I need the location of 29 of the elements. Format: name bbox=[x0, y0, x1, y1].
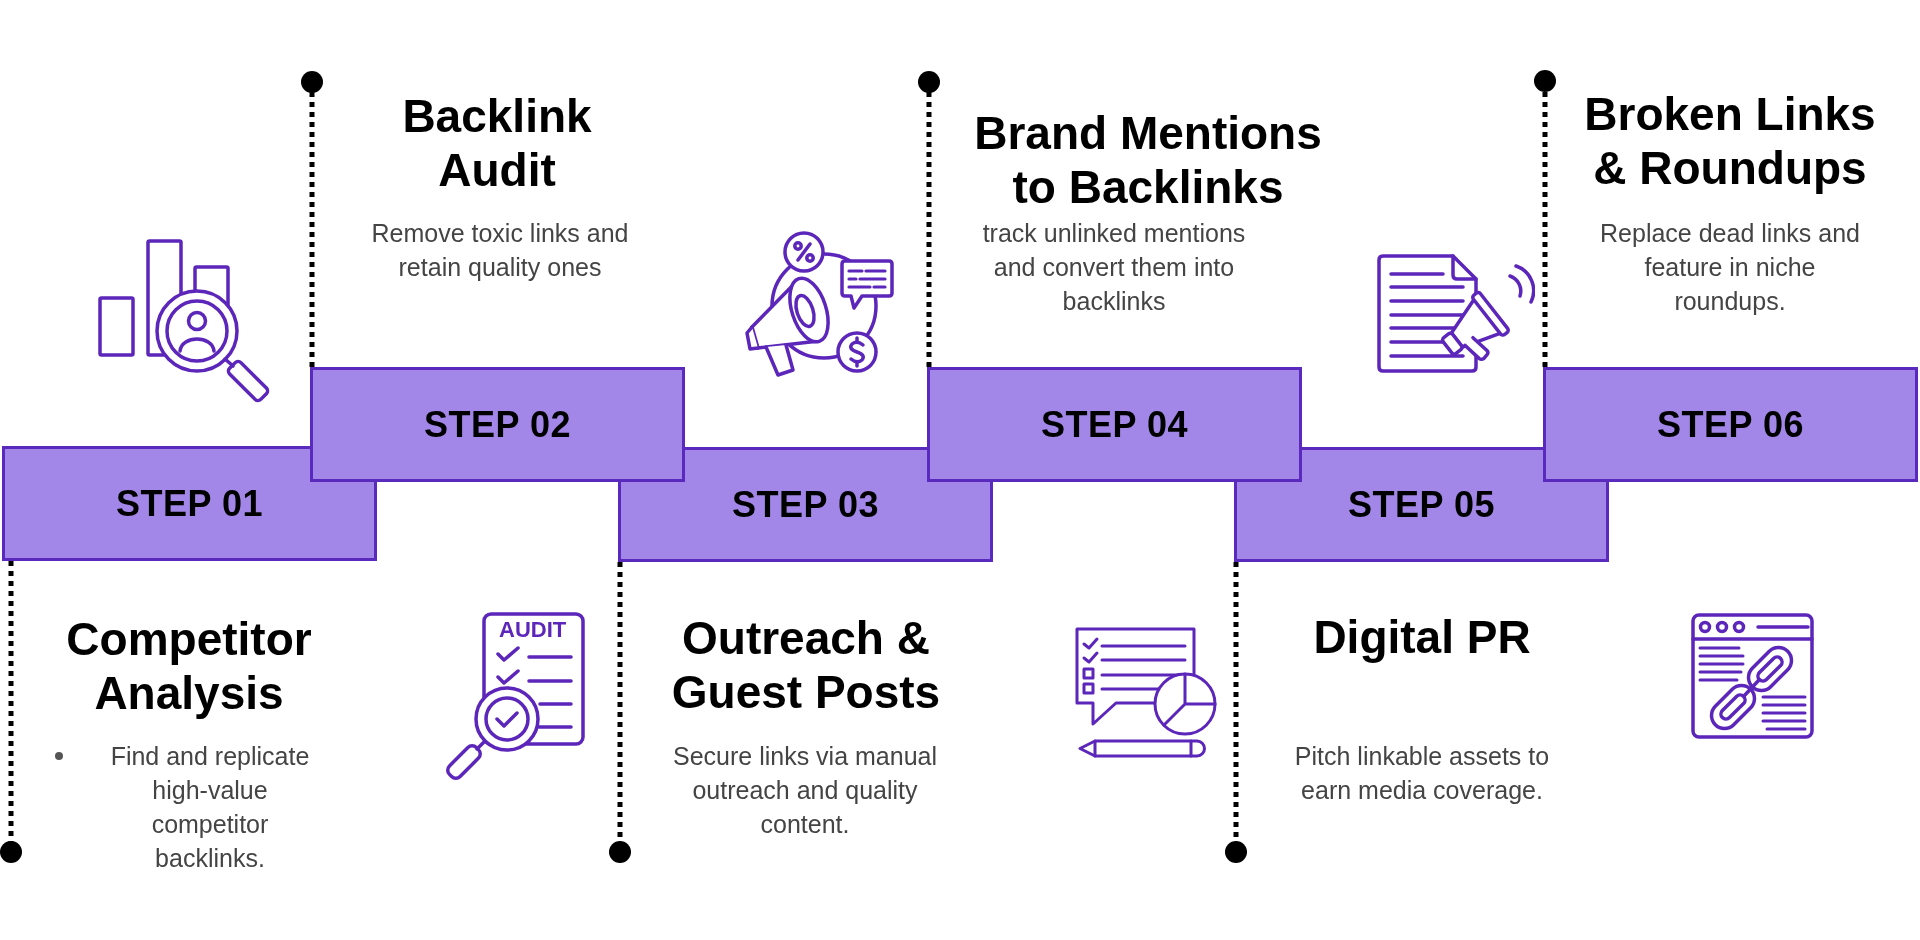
dotted-connector bbox=[0, 561, 22, 863]
step-box bbox=[1543, 367, 1918, 482]
step-description: Pitch linkable assets to earn media coverage. bbox=[1294, 742, 1550, 804]
clipboard-heading: AUDIT bbox=[499, 619, 567, 641]
step-title: Competitor Analysis bbox=[66, 613, 312, 719]
step-title: Backlink Audit bbox=[402, 90, 592, 196]
step-label: STEP 06 bbox=[1657, 404, 1804, 445]
step-label: STEP 02 bbox=[424, 404, 571, 445]
dotted-connector bbox=[1534, 70, 1556, 367]
step-label: STEP 05 bbox=[1348, 484, 1495, 525]
step-label: STEP 03 bbox=[732, 484, 879, 525]
step-description: Find and replicate high-value competitor backlinks. bbox=[110, 742, 310, 872]
dotted-connector bbox=[609, 562, 631, 863]
step-title: Outreach & Guest Posts bbox=[671, 612, 941, 718]
step-title: Broken Links & Roundups bbox=[1584, 88, 1876, 194]
step-description: Secure links via manual outreach and quality content. bbox=[673, 742, 937, 838]
step-title: Digital PR bbox=[1313, 611, 1531, 663]
step-description: Replace dead links and feature in niche roundups. bbox=[1600, 219, 1860, 315]
step-label: STEP 01 bbox=[116, 483, 263, 524]
step-description: Remove toxic links and retain quality ones bbox=[371, 219, 629, 281]
dotted-connector bbox=[301, 71, 323, 367]
step-box bbox=[927, 367, 1302, 482]
step-box bbox=[2, 446, 377, 561]
step-description: track unlinked mentions and convert them into backlinks bbox=[982, 219, 1246, 315]
dotted-connector bbox=[918, 71, 940, 367]
dotted-connector bbox=[1225, 562, 1247, 863]
step-label: STEP 04 bbox=[1041, 404, 1188, 445]
step-box bbox=[310, 367, 685, 482]
step-title: Brand Mentions to Backlinks bbox=[974, 107, 1322, 213]
